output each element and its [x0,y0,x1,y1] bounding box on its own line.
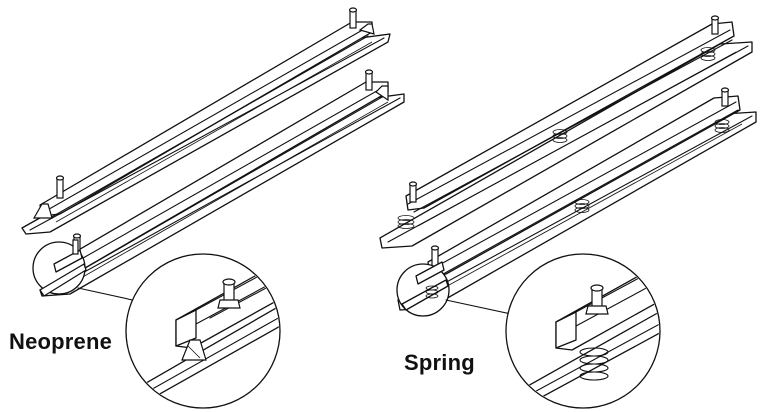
spring-rail-upper [379,15,753,249]
neoprene-detail-circle [125,253,281,409]
neoprene-label: Neoprene [9,329,113,354]
spring-detail-circle [505,253,661,409]
neoprene-rail-lower [39,69,405,297]
neoprene-callout-small [32,239,161,307]
spring-label: Spring [404,350,475,375]
neoprene-rail-upper [21,7,391,235]
